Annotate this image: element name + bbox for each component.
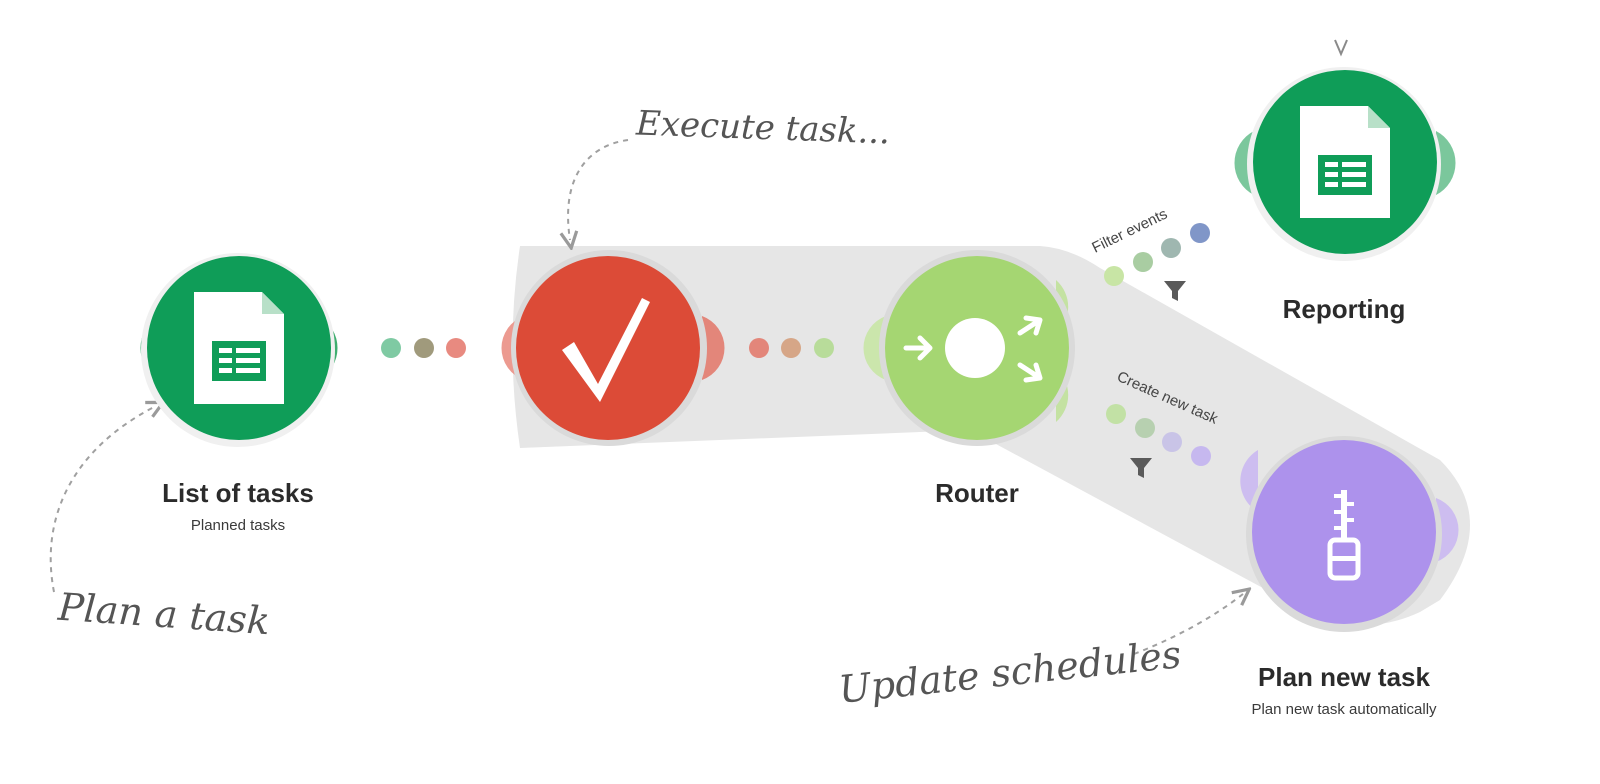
module-title: List of tasks	[162, 478, 314, 508]
connection-router-to-plan	[1106, 404, 1211, 466]
module-plan-new-task[interactable]	[1240, 436, 1459, 632]
module-label-plan-new-task: Plan new task Plan new task automaticall…	[1214, 662, 1474, 718]
filter-icon[interactable]	[1130, 458, 1152, 478]
google-sheets-icon	[1300, 106, 1390, 218]
module-router[interactable]	[863, 250, 1075, 446]
module-execute-task[interactable]	[501, 250, 725, 446]
router-icon	[903, 315, 1043, 383]
module-label-router: Router	[877, 478, 1077, 509]
route-label-filter-events[interactable]: Filter events	[1089, 205, 1170, 256]
module-title: Reporting	[1282, 294, 1406, 324]
module-title: Plan new task	[1258, 662, 1430, 692]
annotation-arrow-plan-a-task	[49, 406, 156, 593]
annotation-arrow-execute-task	[568, 139, 629, 240]
module-title: Router	[935, 478, 1019, 508]
module-list-of-tasks[interactable]	[140, 253, 338, 447]
annotation-arrow-update-schedules	[1133, 594, 1243, 655]
connection-router-to-reporting	[1104, 223, 1210, 286]
incoming-arrow-icon	[1334, 39, 1348, 57]
connection-task-to-router	[749, 338, 834, 358]
checkmark-icon	[562, 298, 650, 402]
connection-list-to-task	[381, 338, 466, 358]
module-subtitle: Plan new task automatically	[1251, 701, 1437, 718]
zipper-icon	[1327, 490, 1361, 581]
module-reporting[interactable]	[1234, 67, 1456, 261]
module-label-reporting: Reporting	[1244, 294, 1444, 325]
module-subtitle: Planned tasks	[190, 517, 286, 534]
google-sheets-icon	[194, 292, 284, 404]
module-label-list-of-tasks: List of tasks Planned tasks	[138, 478, 338, 534]
filter-icon[interactable]	[1164, 281, 1186, 301]
